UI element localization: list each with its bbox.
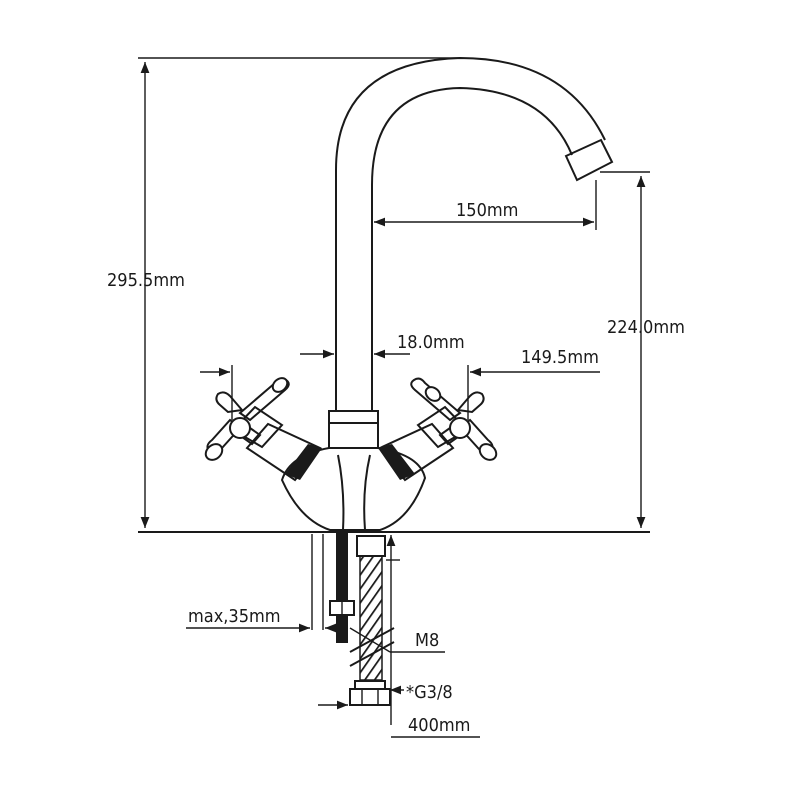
spout-reach-label: 150mm — [456, 200, 518, 221]
threaded-stud — [336, 533, 348, 643]
hose-thread-label: *G3/8 — [406, 682, 453, 703]
left-cross-handle — [204, 377, 290, 461]
aerator — [564, 138, 614, 182]
right-valve-stem — [416, 405, 469, 449]
base-top — [328, 422, 379, 449]
body-right-lobe — [363, 447, 427, 531]
spout-inner — [371, 86, 573, 420]
max-thickness-label: max,35mm — [188, 606, 281, 627]
spout-diameter-label: 18.0mm — [397, 332, 465, 353]
spout-height-label: 224.0mm — [607, 317, 685, 338]
underside-assembly — [329, 533, 395, 706]
stud-thread-label: M8 — [415, 630, 439, 651]
hose-nut — [349, 688, 391, 706]
right-cross-handle — [410, 377, 498, 461]
hose-length-label: 400mm — [408, 715, 470, 736]
total-height-label: 295.5mm — [107, 270, 185, 291]
spout-collar — [328, 410, 379, 424]
faucet-body — [231, 56, 614, 531]
dimension-labels: 295.5mm 150mm 224.0mm 18.0mm 149.5mm max… — [107, 200, 685, 736]
dimension-lines — [138, 57, 650, 738]
handle-span-label: 149.5mm — [521, 347, 599, 368]
left-valve-stem — [231, 405, 284, 449]
